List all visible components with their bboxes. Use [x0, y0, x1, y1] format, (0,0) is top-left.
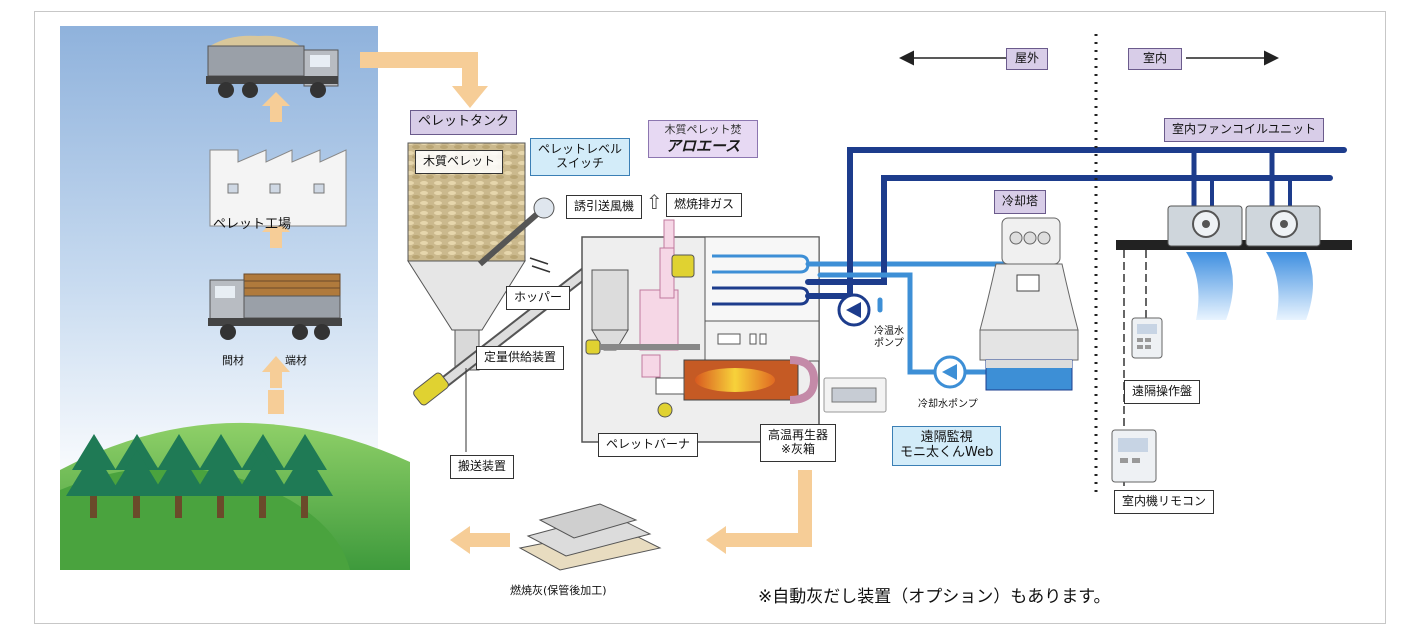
cooling-tower-label: 冷却塔	[994, 190, 1047, 214]
exhaust-up-arrow-icon: ⇧	[646, 190, 663, 214]
remote-monitor-label: 遠隔監視 モニ太くんWeb	[892, 426, 1002, 466]
forest	[66, 434, 333, 518]
remote-panel-icon	[1131, 317, 1163, 359]
cooling-tower	[979, 217, 1079, 391]
outdoor-label: 屋外	[1006, 48, 1049, 70]
indoor-label: 室内	[1128, 48, 1183, 70]
cooling-water-pump-icon	[933, 355, 967, 389]
pellet-truck-icon	[206, 35, 339, 98]
air-flow	[1186, 252, 1313, 320]
remote-panel-label: 遠隔操作盤	[1124, 380, 1201, 404]
ash-flow-arrows	[450, 470, 812, 554]
cooling-pump-label: 冷却水ポンプ	[918, 399, 978, 410]
diagram-frame	[34, 11, 1386, 624]
offcut-label: 端材	[285, 354, 307, 367]
feeder-motor	[413, 372, 449, 406]
thinning-label: 間材	[222, 354, 244, 367]
exhaust-gas-label: 燃焼排ガス	[666, 193, 743, 217]
log-truck-icon	[208, 273, 342, 340]
ash-label: 燃焼灰(保管後加工)	[510, 584, 607, 597]
level-switch-label: ペレットレベル スイッチ	[530, 138, 631, 176]
sky-background	[60, 26, 378, 496]
regenerator-label: 高温再生器 ※灰箱	[760, 424, 837, 462]
chilled-water-pump-icon	[837, 293, 871, 327]
brand-logo: 木質ペレット焚 アロエース	[648, 120, 758, 158]
fan-coil-label: 室内ファンコイルユニット	[1164, 118, 1325, 142]
feeder-label: 定量供給装置	[476, 346, 565, 370]
conveyor-label: 搬送装置	[450, 455, 515, 479]
hopper-label: ホッパー	[506, 286, 571, 310]
fan-coil-unit-icon	[1167, 205, 1321, 247]
delivery-arrow	[360, 52, 478, 88]
chilled-pump-label: 冷温水 ポンプ	[874, 326, 904, 349]
pellet-tank-label: ペレットタンク	[410, 110, 518, 135]
flame	[695, 368, 775, 392]
indoor-remote-label: 室内機リモコン	[1114, 490, 1215, 514]
monitor-device-icon	[823, 377, 887, 413]
level-switch-rod	[478, 205, 546, 267]
level-switch-head	[533, 197, 555, 219]
pellet-factory-label: ペレット工場	[213, 217, 292, 232]
wood-pellet-label: 木質ペレット	[415, 150, 504, 174]
remote-control-icon	[1111, 429, 1157, 483]
induced-fan-label: 誘引送風機	[566, 195, 643, 219]
ash-bags-icon	[518, 503, 662, 571]
absorption-unit	[581, 219, 820, 443]
pellet-burner-label: ペレットバーナ	[598, 433, 699, 457]
factory-icon	[209, 149, 347, 227]
induced-fan-icon	[671, 254, 695, 278]
optional-note: ※自動灰だし装置（オプション）もあります。	[758, 587, 1111, 607]
